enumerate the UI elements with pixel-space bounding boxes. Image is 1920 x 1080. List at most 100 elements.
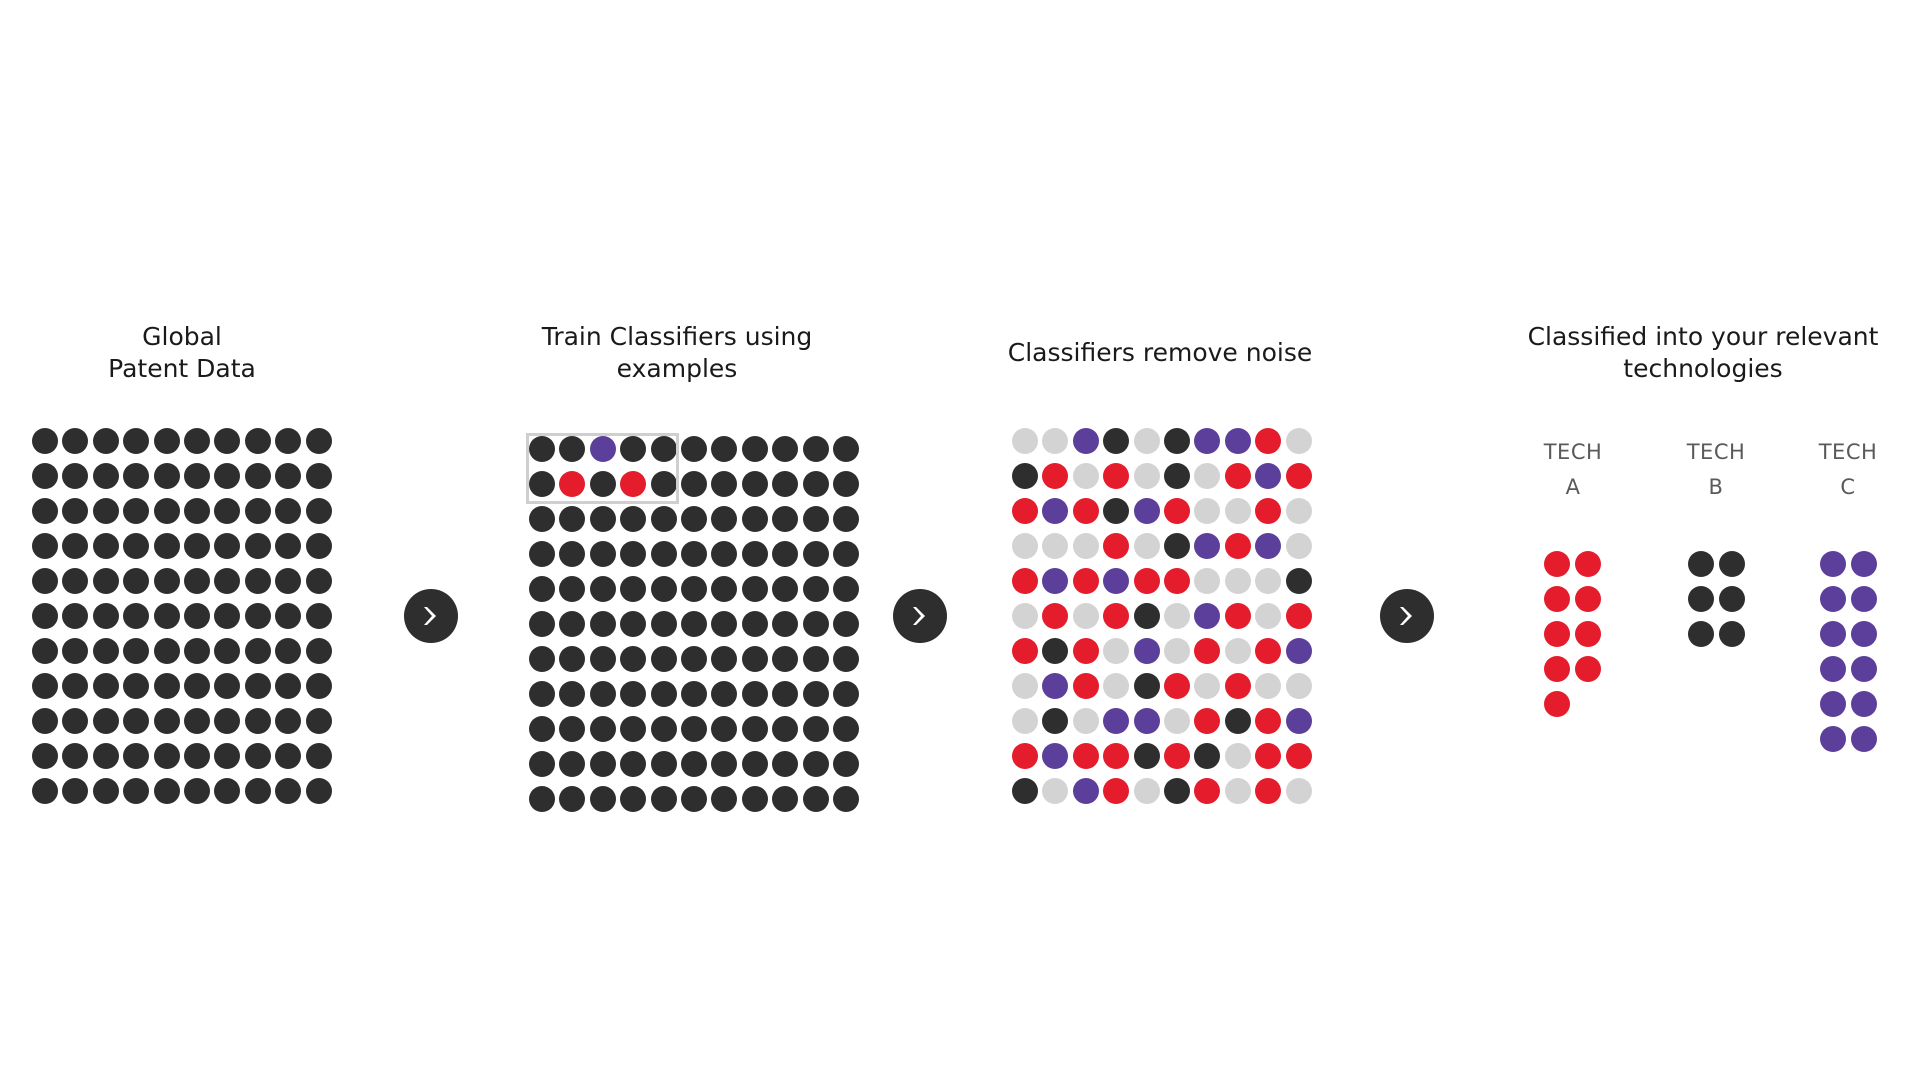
dark-dot [529,541,555,567]
dark-dot [275,498,302,524]
dark-dot [589,716,616,742]
dark-dot [1164,428,1190,454]
dark-dot [62,568,89,594]
purple-dot [1133,498,1160,524]
gray-dot [1103,673,1130,699]
dark-dot [153,533,180,559]
dark-dot [1133,743,1160,769]
dark-dot [741,436,768,462]
dark-dot [681,716,707,742]
dark-dot [833,541,859,567]
dark-dot [153,778,180,804]
dark-dot [214,673,241,699]
dark-dot [772,716,799,742]
purple-dot [1194,603,1221,629]
gray-dot [1224,568,1251,594]
red-dot [1012,568,1038,594]
dark-dot [681,646,707,672]
purple-dot [1133,708,1160,734]
dark-dot [620,716,647,742]
dark-dot [650,786,677,812]
dark-dot [92,568,119,594]
gray-dot [1042,778,1069,804]
dark-dot [123,603,150,629]
dark-dot [92,638,119,664]
dark-dot [589,646,616,672]
dark-dot [650,436,677,462]
dark-dot [650,471,677,497]
dark-dot [1719,586,1745,612]
dark-dot [1285,568,1312,594]
dark-dot [1224,708,1251,734]
dark-dot [92,428,119,454]
gray-dot [1012,603,1038,629]
gray-dot [1103,638,1130,664]
dark-dot [741,716,768,742]
dark-dot [184,708,210,734]
dark-dot [1688,621,1714,647]
dark-dot [802,541,829,567]
gray-dot [1194,673,1221,699]
dark-dot [620,541,647,567]
dark-dot [305,743,332,769]
dark-dot [772,576,799,602]
dark-dot [62,603,89,629]
purple-dot [1103,708,1130,734]
dark-dot [244,568,271,594]
dark-dot [833,576,859,602]
dark-dot [620,506,647,532]
dark-dot [711,506,738,532]
dark-dot [559,751,586,777]
stage-title-train-classifiers: Train Classifiers using examples [541,322,813,383]
red-dot [1224,533,1251,559]
dark-dot [650,576,677,602]
dark-dot [833,471,859,497]
dark-dot [620,611,647,637]
chevron-right-icon [913,607,925,625]
dark-dot [244,708,271,734]
dark-dot [711,541,738,567]
gray-dot [1072,708,1099,734]
gray-dot [1285,778,1312,804]
red-dot [1103,463,1130,489]
dark-dot [741,576,768,602]
tech-c-label-line2: C [1840,475,1856,499]
stage-title-remove-noise: Classifiers remove noise [1007,338,1313,367]
red-dot [1224,463,1251,489]
dark-dot [802,576,829,602]
gray-dot [1133,778,1160,804]
gray-dot [1012,673,1038,699]
tech-a-label-line2: A [1565,475,1581,499]
dark-dot [92,778,119,804]
dark-dot [92,603,119,629]
dark-dot [184,463,210,489]
dark-dot [772,681,799,707]
gray-dot [1255,603,1282,629]
gray-dot [1072,603,1099,629]
dark-dot [275,533,302,559]
purple-dot [1255,533,1282,559]
dark-dot [32,463,58,489]
dark-dot [559,646,586,672]
dark-dot [681,611,707,637]
red-dot [1285,743,1312,769]
dark-dot [650,751,677,777]
red-dot [1224,603,1251,629]
dark-dot [32,428,58,454]
gray-dot [1224,778,1251,804]
dark-dot [123,463,150,489]
step-arrow-2 [893,589,947,643]
red-dot [1103,603,1130,629]
dark-dot [214,778,241,804]
dark-dot [244,673,271,699]
dark-dot [711,576,738,602]
dark-dot [1164,463,1190,489]
dark-dot [620,786,647,812]
dark-dot [275,603,302,629]
dark-dot [214,708,241,734]
dark-dot [305,778,332,804]
dark-dot [92,673,119,699]
dark-dot [305,673,332,699]
dark-dot [62,498,89,524]
dark-dot [529,681,555,707]
